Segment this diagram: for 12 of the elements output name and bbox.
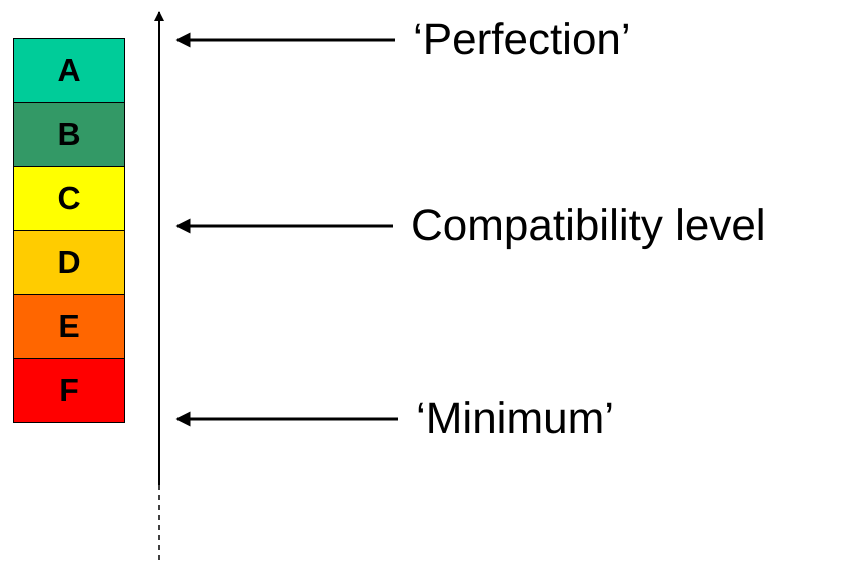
grade-box: A — [13, 38, 125, 103]
grade-box: E — [13, 294, 125, 359]
level-label: Compatibility level — [411, 204, 766, 248]
grade-box: D — [13, 230, 125, 295]
grade-box: F — [13, 358, 125, 423]
grade-box: B — [13, 102, 125, 167]
arrow — [176, 32, 395, 48]
arrow — [176, 412, 398, 426]
grade-box: C — [13, 166, 125, 231]
level-label: ‘Minimum’ — [416, 397, 614, 441]
arrow — [176, 218, 393, 234]
level-label: ‘Perfection’ — [413, 18, 631, 62]
